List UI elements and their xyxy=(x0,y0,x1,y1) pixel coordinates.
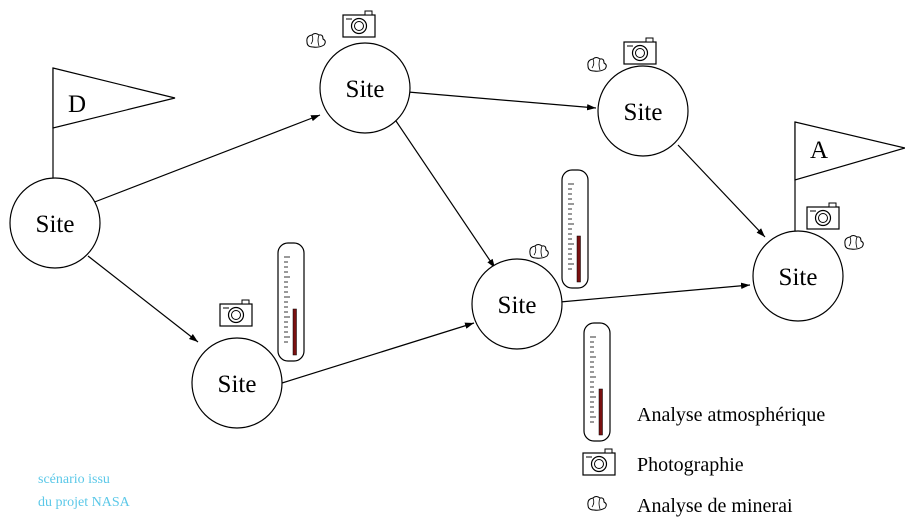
camera-icon xyxy=(806,202,840,230)
edge-s1-s5 xyxy=(87,255,199,343)
rock-icon xyxy=(529,244,549,259)
site-node-s3: Site xyxy=(597,65,689,157)
caption-line-2: du projet NASA xyxy=(38,495,131,510)
site-label: Site xyxy=(624,99,663,126)
thermometer-icon xyxy=(277,242,305,362)
site-label: Site xyxy=(36,211,75,238)
edges xyxy=(87,91,766,384)
legend-photo-label: Photographie xyxy=(637,454,744,476)
site-node-s2: Site xyxy=(319,42,411,134)
site-label: Site xyxy=(218,371,257,398)
rock-icon xyxy=(844,235,864,250)
edge-s1-s2 xyxy=(91,114,321,204)
edge-s5-s4 xyxy=(281,322,475,384)
legend: Analyse atmosphérique Photographie Analy… xyxy=(582,322,825,517)
edge-s4-s6 xyxy=(559,282,751,303)
site-node-s4: Site xyxy=(471,258,563,350)
start-flag-label: D xyxy=(68,91,86,118)
site-label: Site xyxy=(498,292,537,319)
caption: scénario issu du projet NASA xyxy=(38,472,131,510)
edge-s2-s3 xyxy=(407,91,597,111)
end-flag: A xyxy=(794,121,905,238)
camera-icon xyxy=(342,10,376,38)
rock-icon xyxy=(587,496,607,511)
camera-icon xyxy=(582,448,616,476)
site-node-s5: Site xyxy=(191,337,283,429)
end-flag-label: A xyxy=(810,137,828,164)
caption-line-1: scénario issu xyxy=(38,472,110,487)
start-flag: D xyxy=(52,67,176,178)
camera-icon xyxy=(219,299,253,327)
edge-s2-s4 xyxy=(395,120,496,269)
flag-icon xyxy=(794,121,905,238)
thermometer-icon xyxy=(561,169,589,289)
site-label: Site xyxy=(779,264,818,291)
thermometer-icon xyxy=(583,322,611,442)
site-node-s6: Site xyxy=(752,230,844,322)
rock-icon xyxy=(587,57,607,72)
edge-s3-s6 xyxy=(677,144,766,238)
site-node-s1: Site xyxy=(9,177,101,269)
flag-icon xyxy=(52,67,176,178)
legend-atmosphere-label: Analyse atmosphérique xyxy=(637,404,825,426)
camera-icon xyxy=(623,37,657,65)
site-label: Site xyxy=(346,76,385,103)
legend-mineral-label: Analyse de minerai xyxy=(637,495,793,517)
rock-icon xyxy=(306,33,326,48)
